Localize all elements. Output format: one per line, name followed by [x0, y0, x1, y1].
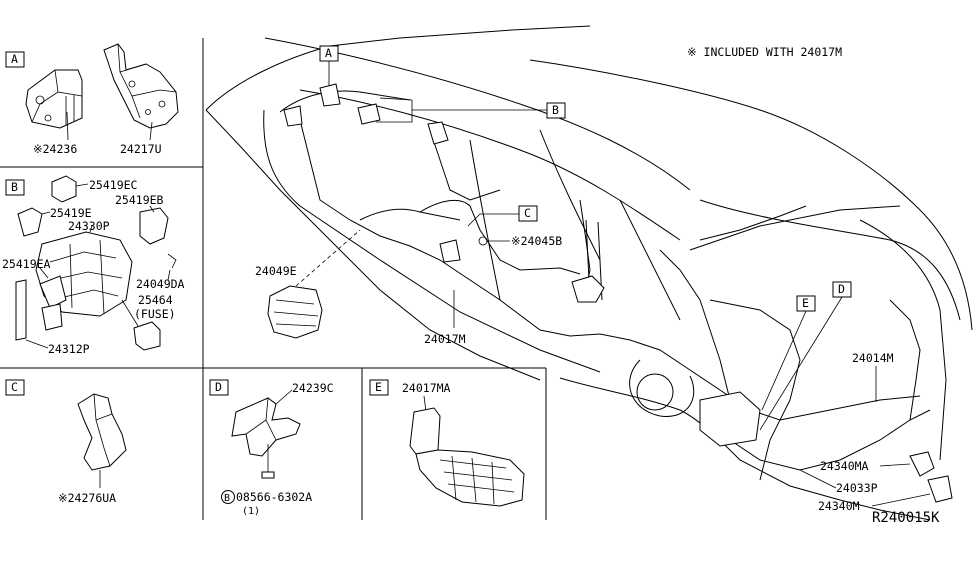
callout-c-box: [518, 205, 538, 222]
label-fuse: (FUSE): [134, 307, 176, 321]
panel-d-tag-box: [209, 379, 229, 396]
panel-a-tag: A: [11, 52, 18, 66]
panel-c-tag: C: [11, 380, 18, 394]
bracket-24239c: [231, 397, 301, 457]
connector-24017ma: [409, 407, 525, 507]
label-25419e: 25419E: [50, 206, 92, 220]
panel-c: C ※24276UA: [5, 379, 127, 505]
label-24017m: 24017M: [424, 332, 466, 346]
bracket-24236-drawing: [25, 69, 83, 141]
included-note: ※ INCLUDED WITH 24017M: [687, 45, 842, 59]
clip-25419e: [17, 207, 43, 237]
panel-d-tag: D: [215, 380, 222, 394]
label-24312p: 24312P: [48, 342, 90, 356]
label-24049da: 24049DA: [136, 277, 185, 291]
label-24217u: 24217U: [120, 142, 162, 156]
callout-a: A: [325, 46, 332, 60]
panel-dividers: [0, 38, 547, 520]
panel-a: A ※24236 24217U: [5, 43, 179, 156]
callout-c: C: [524, 206, 531, 220]
label-24014m: 24014M: [852, 351, 894, 365]
label-24340m: 24340M: [818, 499, 860, 513]
panel-b-tag: B: [11, 180, 18, 194]
label-25419ea: 25419EA: [2, 257, 51, 271]
callout-b: B: [552, 103, 559, 117]
label-08566-6302a: 08566-6302A: [236, 490, 312, 504]
bracket-24217u-drawing: [103, 43, 179, 141]
label-24017ma: 24017MA: [402, 381, 451, 395]
label-24330p: 24330P: [68, 219, 110, 233]
fuse-25464: [133, 321, 161, 351]
panel-c-tag-box: [5, 379, 25, 396]
label-25464: 25464: [138, 293, 173, 307]
bracket-24276ua: [77, 393, 127, 471]
diagram-code: R240015K: [872, 510, 940, 526]
callout-b-box: [546, 102, 566, 119]
label-24045b: ※24045B: [511, 234, 562, 248]
panel-e-tag-box: [369, 379, 389, 396]
grommet-24045b: [478, 236, 488, 246]
label-24033p: 24033P: [836, 481, 878, 495]
panel-a-tag-box: [5, 51, 25, 68]
panel-e-tag: E: [375, 380, 382, 394]
label-25419eb: 25419EB: [115, 193, 164, 207]
bolt: [261, 471, 275, 479]
label-24236: ※24236: [33, 142, 77, 156]
callout-e: E: [802, 296, 809, 310]
panel-b-tag-box: [5, 179, 25, 196]
clip-24312p: [15, 279, 27, 341]
module-24049e: [267, 229, 361, 339]
clip-25419eb: [139, 207, 169, 245]
callout-d: D: [838, 282, 845, 296]
label-bolt-qty: (1): [242, 506, 260, 517]
panel-b: B 25419EC 25419EB 25419E 24330P 25419EA …: [2, 175, 185, 356]
label-24049e: 24049E: [255, 264, 297, 278]
fuse-block-24330p: [35, 231, 133, 331]
label-25419ec: 25419EC: [89, 178, 138, 192]
bolt-symbol-circle: [221, 490, 235, 504]
wire-harness: [279, 83, 953, 503]
label-24239c: 24239C: [292, 381, 334, 395]
label-24340ma: 24340MA: [820, 459, 869, 473]
bolt-symbol: B: [224, 493, 230, 504]
label-24276ua: ※24276UA: [58, 491, 116, 505]
clip-25419ec: [51, 175, 77, 203]
panel-e: E 24017MA: [369, 379, 525, 507]
panel-d: D 24239C B 08566-6302A (1): [209, 379, 334, 517]
clip-24049da: [167, 253, 177, 269]
